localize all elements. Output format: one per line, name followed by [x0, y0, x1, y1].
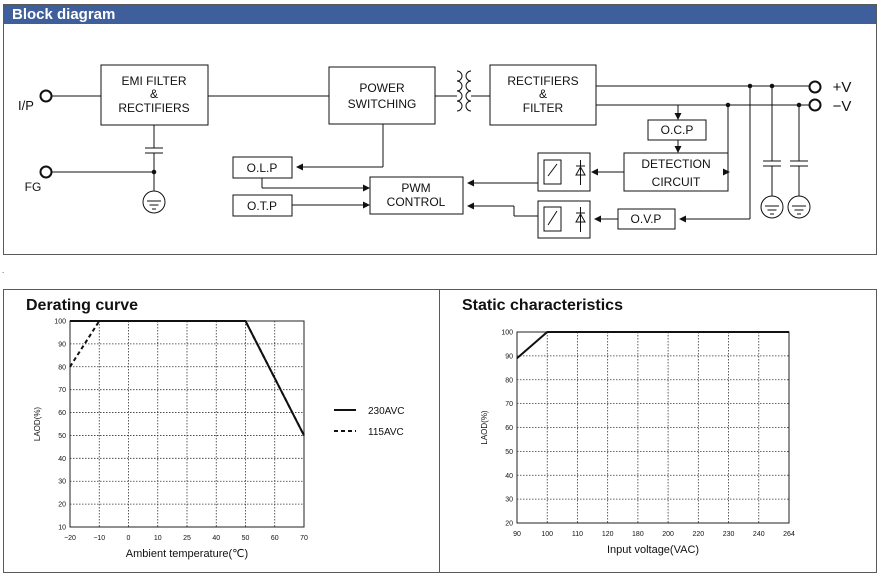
derating-legend-label-1: 230AVC: [368, 406, 405, 417]
ocp-box: [647, 119, 707, 141]
power-line1: POWER: [359, 81, 405, 95]
rect-line3: FILTER: [523, 101, 564, 115]
derating-x-tick-label: 25: [183, 535, 191, 542]
ip-label: I/P: [18, 98, 34, 113]
static-characteristics-panel: Static characteristics 90 100 110 120 180 200…: [439, 289, 877, 573]
block-diagram-canvas: EMI FILTER & RECTIFIERS POWER SWITCHING …: [18, 64, 852, 239]
derating-x-tick-label: 0: [127, 535, 131, 542]
transformer-symbol: [456, 70, 463, 112]
static-y-tick-label: 60: [505, 425, 513, 432]
static-y-tick-label: 70: [505, 401, 513, 408]
static-x-tick-label: 264: [783, 531, 795, 538]
static-x-tick-label: 240: [753, 531, 765, 538]
vplus-terminal: [808, 80, 822, 94]
static-x-axis-label: Input voltage(VAC): [607, 544, 699, 556]
rect-line2: &: [539, 87, 547, 101]
derating-x-tick-label: 50: [242, 535, 250, 542]
derating-x-tick-label: 60: [271, 535, 279, 542]
derating-legend-label-2: 115AVC: [368, 427, 404, 438]
derating-y-tick-label: 10: [58, 525, 66, 532]
rect-line1: RECTIFIERS: [507, 74, 578, 88]
derating-x-tick-label: 40: [212, 535, 220, 542]
ground-symbol-emi: [142, 190, 166, 214]
vminus-label: −V: [833, 98, 852, 115]
derating-x-tick-label: 10: [154, 535, 162, 542]
fg-terminal: [39, 165, 53, 179]
static-y-tick-label: 80: [505, 377, 513, 384]
olp-label: O.L.P: [247, 161, 278, 175]
derating-y-tick-label: 40: [58, 456, 66, 463]
optocoupler-upper: [537, 152, 591, 192]
power-switching-box: [328, 66, 436, 125]
static-x-tick-label: 120: [602, 531, 614, 538]
derating-x-tick-label: 70: [300, 535, 308, 542]
static-y-tick-label: 100: [501, 330, 513, 337]
static-x-tick-label: 220: [692, 531, 704, 538]
derating-y-tick-label: 50: [58, 433, 66, 440]
derating-series-1-line: [70, 320, 305, 436]
static-x-tick-label: 230: [723, 531, 735, 538]
pwm-control-box: [369, 176, 464, 215]
ground-symbol-out1: [760, 195, 784, 219]
static-chart-title: Static characteristics: [462, 297, 623, 314]
block-diagram-panel: Block diagram: [3, 4, 877, 255]
static-y-tick-label: 30: [505, 497, 513, 504]
derating-chart-canvas: −20 −10 0 10 25 40 50 60 70 10 20 30 40 50 60 70 80 90 100…: [33, 319, 405, 561]
detect-line1: DETECTION: [641, 157, 710, 171]
static-y-tick-label: 90: [505, 353, 513, 360]
fg-label: FG: [25, 180, 42, 194]
static-x-tick-label: 200: [662, 531, 674, 538]
static-x-tick-label: 100: [541, 531, 553, 538]
emi-line3: RECTIFIERS: [118, 101, 189, 115]
static-y-tick-label: 20: [505, 521, 513, 528]
static-series-1-line: [516, 331, 789, 360]
static-y-axis-label: LAOD(%): [480, 410, 489, 445]
detect-line2: CIRCUIT: [652, 175, 701, 189]
otp-label: O.T.P: [247, 199, 277, 213]
static-x-tick-label: 90: [513, 531, 521, 538]
stray-mark: .: [2, 266, 5, 275]
pwm-line2: CONTROL: [387, 195, 446, 209]
derating-x-tick-label: −10: [93, 535, 105, 542]
static-x-tick-label: 180: [632, 531, 644, 538]
vminus-terminal: [808, 98, 822, 112]
derating-y-tick-label: 20: [58, 502, 66, 509]
ground-symbol-out2: [787, 195, 811, 219]
ip-terminal: [39, 89, 53, 103]
optocoupler-lower: [537, 200, 591, 239]
vplus-label: +V: [833, 79, 852, 96]
derating-y-tick-label: 80: [58, 364, 66, 371]
pwm-line1: PWM: [401, 181, 430, 195]
derating-y-tick-label: 90: [58, 341, 66, 348]
block-diagram-header: Block diagram: [4, 5, 876, 24]
derating-series-2-line: [69, 320, 305, 436]
block-diagram-title: Block diagram: [12, 6, 116, 23]
static-y-tick-label: 50: [505, 449, 513, 456]
static-chart-canvas: 90 100 110 120 180 200 220 230 240 264 20 30 40 50 60 7…: [480, 330, 795, 557]
derating-chart-title: Derating curve: [26, 297, 139, 314]
derating-x-axis-label: Ambient temperature(℃): [126, 548, 248, 560]
ocp-label: O.C.P: [661, 123, 694, 137]
derating-y-tick-label: 30: [58, 479, 66, 486]
derating-y-axis-label: LAOD(%): [33, 407, 42, 442]
derating-x-tick-label: −20: [64, 535, 76, 542]
emi-line1: EMI FILTER: [121, 74, 186, 88]
derating-y-tick-label: 100: [54, 319, 66, 326]
static-x-tick-label: 110: [572, 531, 583, 538]
derating-curve-panel: Derating curve −20 −10 0 10 25 40 50 60 70 10 20 30…: [3, 289, 440, 573]
rectifiers-filter-box: [489, 64, 597, 126]
derating-y-tick-label: 60: [58, 410, 66, 417]
emi-line2: &: [150, 87, 158, 101]
derating-y-tick-label: 70: [58, 387, 66, 394]
ovp-label: O.V.P: [631, 212, 662, 226]
power-line2: SWITCHING: [348, 97, 417, 111]
static-y-tick-label: 40: [505, 473, 513, 480]
